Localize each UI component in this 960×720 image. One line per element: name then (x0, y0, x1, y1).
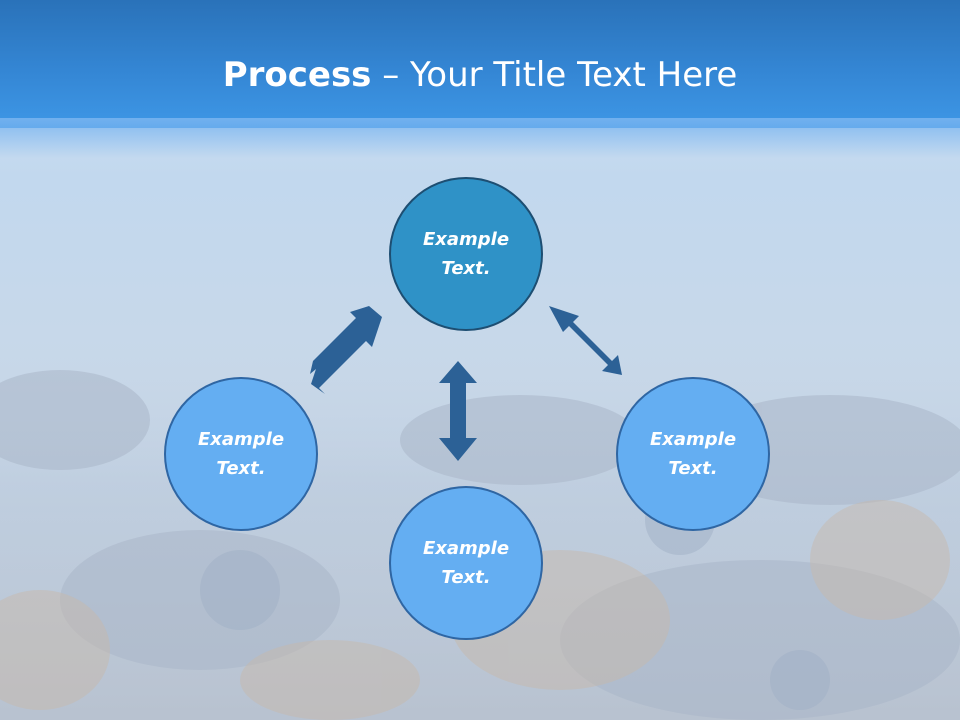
slide-title: Process – Your Title Text Here (0, 52, 960, 98)
arrow-center-vertical (439, 361, 477, 461)
node-bottom-label: Example Text. (422, 538, 510, 588)
node-right-label: Example Text. (649, 429, 737, 479)
arrow-right-diagonal (549, 306, 622, 375)
process-node-top: Example Text. (389, 177, 543, 331)
process-node-left: Example Text. (164, 377, 318, 531)
title-bar (0, 0, 960, 128)
process-node-bottom: Example Text. (389, 486, 543, 640)
process-node-right: Example Text. (616, 377, 770, 531)
title-rest-part: – Your Title Text Here (371, 55, 738, 95)
title-bar-glow (0, 118, 960, 158)
node-left-label: Example Text. (197, 429, 285, 479)
arrow-left-diagonal (310, 306, 382, 394)
title-bold-part: Process (222, 55, 372, 95)
node-top-label: Example Text. (422, 229, 510, 279)
